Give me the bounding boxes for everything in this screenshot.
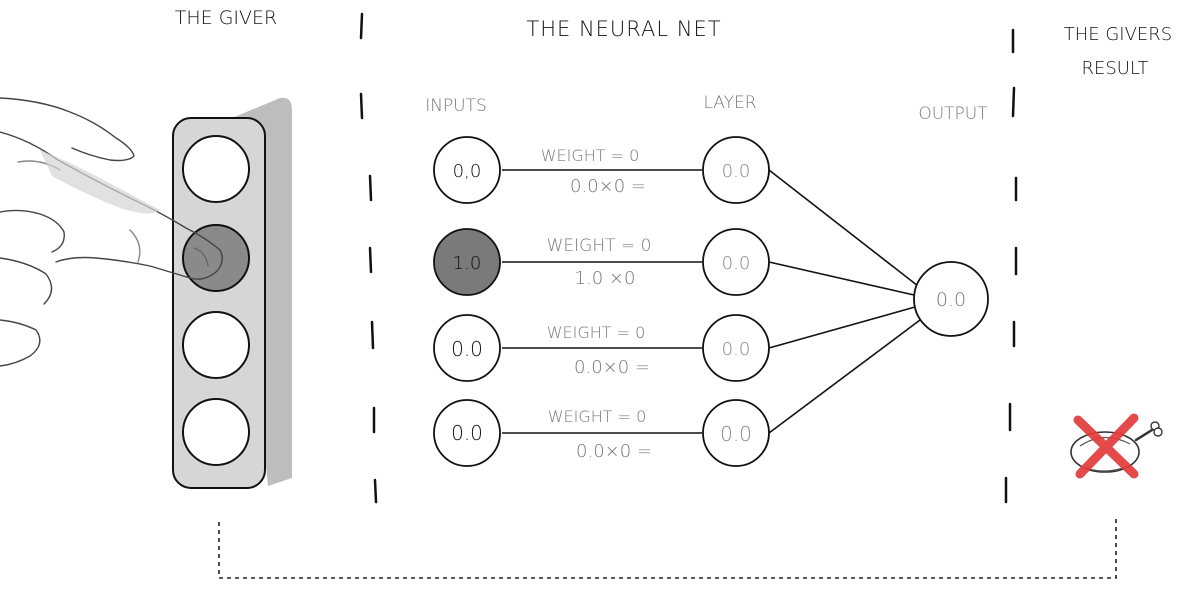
edge-layer1-output — [768, 169, 919, 287]
connections — [502, 169, 921, 434]
layer-node-4: 0.0 — [702, 399, 770, 467]
edge-layer4-output — [768, 319, 921, 434]
panel-body — [172, 117, 266, 489]
result-title-line1: THE GIVERS — [1064, 24, 1173, 45]
output-value: 0.0 — [936, 289, 966, 311]
output-node: 0.0 — [913, 261, 989, 337]
result-title-line2: RESULT — [1081, 58, 1148, 79]
input-value-1: 0,0 — [453, 161, 482, 182]
giver-panel — [172, 97, 292, 489]
input-value-4: 0.0 — [451, 421, 483, 445]
input-node-3: 0.0 — [433, 314, 501, 382]
giver-title: THE GIVER — [175, 7, 277, 29]
calc-label-1: 0.0×0 = — [570, 176, 646, 197]
giver-button-2[interactable] — [182, 224, 250, 292]
edge-layer2-output — [768, 261, 915, 296]
output-label: OUTPUT — [918, 104, 988, 124]
layer-value-3: 0.0 — [722, 339, 751, 360]
input-node-1: 0,0 — [433, 136, 501, 204]
layer-value-1: 0.0 — [722, 161, 751, 182]
layer-value-4: 0.0 — [720, 422, 752, 446]
layer-node-3: 0.0 — [702, 314, 770, 382]
weight-label-1: WEIGHT = 0 — [541, 146, 640, 165]
layer-value-2: 0.0 — [722, 253, 751, 274]
calc-label-4: 0.0×0 = — [576, 441, 652, 462]
cross-icon — [1073, 413, 1139, 479]
giver-button-1[interactable] — [182, 135, 250, 203]
giver-button-4[interactable] — [182, 398, 250, 466]
layer-node-1: 0.0 — [702, 136, 770, 204]
input-value-2: 1.0 — [453, 253, 482, 274]
input-node-4: 0.0 — [433, 399, 501, 467]
feedback-loop — [218, 516, 1117, 579]
divider-right — [1004, 28, 1018, 504]
input-node-2: 1.0 — [433, 228, 501, 296]
layer-node-2: 0.0 — [702, 228, 770, 296]
calc-label-3: 0.0×0 = — [574, 357, 650, 378]
input-value-3: 0.0 — [451, 337, 483, 361]
weight-label-4: WEIGHT = 0 — [548, 407, 647, 426]
inputs-label: INPUTS — [425, 96, 487, 116]
net-title: THE NEURAL NET — [526, 17, 721, 41]
hand-shade — [40, 150, 160, 214]
layer-label: LAYER — [703, 93, 756, 113]
calc-label-2: 1.0 ×0 — [575, 268, 636, 289]
giver-button-3[interactable] — [182, 311, 250, 379]
edge-layer3-output — [768, 306, 916, 349]
weight-label-2: WEIGHT = 0 — [547, 236, 652, 256]
divider-left — [359, 12, 378, 504]
weight-label-3: WEIGHT = 0 — [547, 323, 646, 342]
